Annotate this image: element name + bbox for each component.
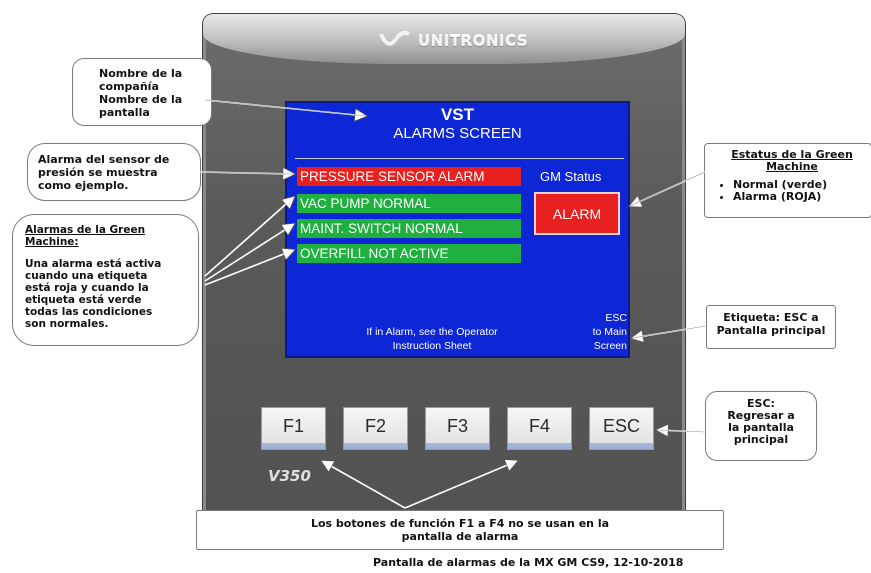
esc-key[interactable]: ESC — [589, 407, 654, 450]
callout-line: todas las condiciones — [25, 306, 153, 318]
callout-line: Una alarma está activa — [25, 258, 162, 270]
callout-line: cuando una etiqueta — [25, 270, 148, 282]
callout-body: Una alarma está activa cuando una etique… — [25, 258, 190, 330]
screen-divider — [295, 158, 624, 159]
callout-line: pantalla de alarma — [401, 530, 519, 543]
callout-line: ESC: — [747, 397, 775, 410]
callout-line: son normales. — [25, 318, 109, 330]
callout-green-machine-alarms: Alarmas de la Green Machine: Una alarma … — [12, 214, 199, 346]
operator-note-line: Instruction Sheet — [392, 340, 472, 352]
callout-company-name: Nombre de la compañía Nombre de la panta… — [72, 58, 212, 126]
callout-line: Los botones de función F1 a F4 no se usa… — [310, 517, 610, 530]
callout-line: etiqueta está verde — [25, 294, 142, 306]
callout-line: compañía — [99, 80, 159, 93]
f4-key[interactable]: F4 — [507, 407, 572, 450]
brand-name: UNITRONICS — [418, 32, 529, 50]
screen-company-name: VST — [440, 105, 475, 124]
callout-line: la pantalla — [728, 421, 794, 434]
panel-top-bezel — [203, 14, 685, 64]
gm-status-indicator: ALARM — [534, 192, 620, 235]
gm-status-label: GM Status — [540, 169, 602, 184]
unitronics-logo-icon — [378, 30, 412, 52]
status-legend-list: Normal (verde) Alarma (ROJA) — [719, 179, 865, 203]
callout-line: Nombre de la — [99, 67, 183, 80]
alarm-maint-switch: MAINT. SWITCH NORMAL — [297, 219, 521, 238]
callout-line: Nombre de la — [99, 93, 183, 106]
callout-line: Pantalla principal — [716, 324, 826, 337]
callout-gm-status: Estatus de la Green Machine Normal (verd… — [704, 143, 871, 218]
callout-pressure-alarm: Alarma del sensor de presión se muestra … — [27, 143, 201, 201]
callout-line: está roja y cuando la — [25, 282, 149, 294]
esc-label-line: ESC — [605, 312, 627, 324]
esc-to-main-label: ESC to Main Screen — [577, 311, 627, 353]
f2-key[interactable]: F2 — [343, 407, 408, 450]
callout-header-line: Alarmas de la Green — [25, 224, 146, 236]
callout-header-line: Machine — [766, 160, 818, 173]
callout-line: principal — [733, 433, 789, 446]
esc-label-line: to Main — [592, 326, 627, 338]
brand-logo: UNITRONICS — [378, 28, 528, 54]
alarm-vac-pump: VAC PUMP NORMAL — [297, 194, 521, 213]
model-label: V350 — [268, 467, 311, 485]
f3-key[interactable]: F3 — [425, 407, 490, 450]
callout-header-line: Estatus de la Green — [731, 148, 853, 161]
operator-note: If in Alarm, see the Operator Instructio… — [337, 325, 527, 353]
callout-line: como ejemplo. — [38, 179, 129, 192]
status-legend-item: Alarma (ROJA) — [733, 191, 865, 203]
hmi-screen: VST ALARMS SCREEN PRESSURE SENSOR ALARM … — [285, 101, 630, 358]
status-legend-item: Normal (verde) — [733, 179, 865, 191]
callout-esc-label: Etiqueta: ESC a Pantalla principal — [706, 305, 836, 349]
figure-caption: Pantalla de alarmas de la MX GM CS9, 12-… — [373, 556, 684, 569]
callout-header: Alarmas de la Green Machine: — [25, 224, 190, 248]
alarm-pressure-sensor: PRESSURE SENSOR ALARM — [297, 167, 521, 186]
callout-line: Regresar a — [727, 409, 795, 422]
callout-esc-key: ESC: Regresar a la pantalla principal — [705, 391, 817, 461]
esc-label-line: Screen — [593, 340, 627, 352]
callout-line: presión se muestra — [38, 166, 158, 179]
callout-line: Alarma del sensor de — [38, 153, 170, 166]
callout-header-line: Machine: — [25, 236, 79, 248]
operator-note-line: If in Alarm, see the Operator — [366, 326, 498, 338]
f1-key[interactable]: F1 — [261, 407, 326, 450]
callout-line: Etiqueta: ESC a — [723, 311, 819, 324]
callout-line: pantalla — [99, 106, 150, 119]
alarm-overfill: OVERFILL NOT ACTIVE — [297, 244, 521, 263]
callout-function-keys: Los botones de función F1 a F4 no se usa… — [196, 510, 724, 550]
callout-header: Estatus de la Green Machine — [719, 149, 865, 173]
screen-title: ALARMS SCREEN — [393, 125, 522, 142]
